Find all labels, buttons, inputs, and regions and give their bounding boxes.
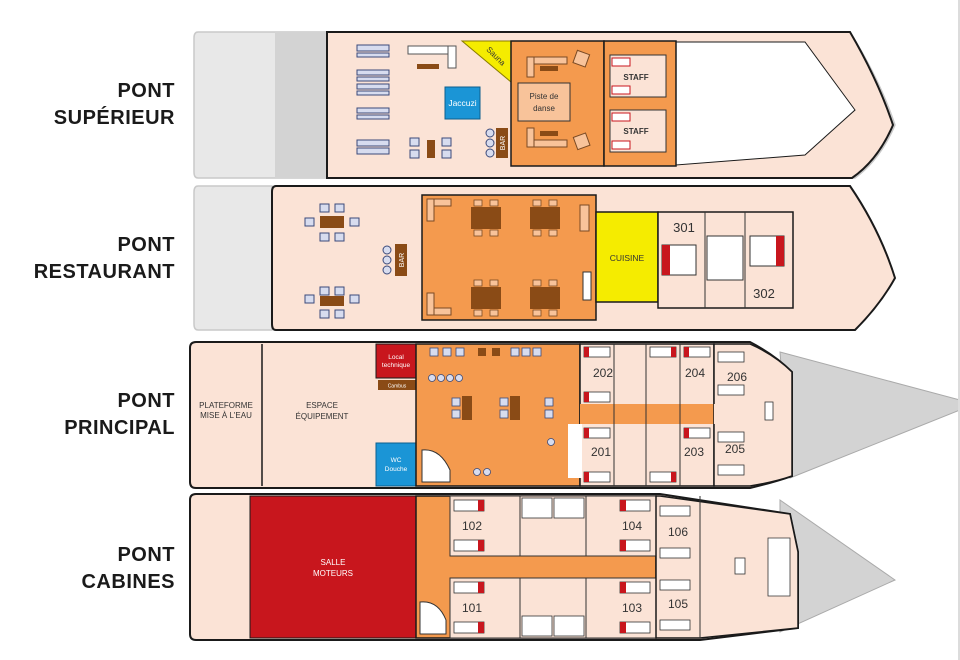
beds-100 [453, 499, 651, 634]
deck-superieur: Jaccuzi BAR Sauna Piste de danse STA [193, 31, 896, 179]
bow-sinks [764, 401, 774, 421]
dance-floor [517, 82, 571, 122]
dance-floor-label-1: Piste de [530, 92, 559, 101]
terrace-chairs [304, 203, 360, 319]
cambus [378, 380, 416, 390]
restaurant-tables [471, 207, 560, 309]
page-edge [958, 0, 960, 660]
saloon-stools [428, 374, 555, 476]
local-technique-label-2: technique [382, 362, 411, 369]
wc-label-1: WC [391, 457, 402, 464]
kitchen [595, 211, 659, 303]
wc-douche [375, 442, 417, 487]
engine-room-label-1: SALLE [321, 558, 346, 567]
plateforme-label-1: PLATEFORME [199, 401, 253, 410]
cabin-102: 102 [462, 519, 482, 533]
deck-principal: PLATEFORME MISE À L'EAU ESPACE ÉQUIPEMEN… [189, 341, 960, 489]
bow-sink-lower [734, 557, 746, 575]
deck-principal-bow-grey [779, 351, 960, 479]
lower-staircase [419, 601, 447, 635]
saloon-staircase [421, 449, 451, 483]
cabin-104: 104 [622, 519, 642, 533]
cabin-103: 103 [622, 601, 642, 615]
bar-label-restaurant: BAR [399, 253, 406, 267]
cabin-bathroom [706, 235, 744, 281]
restaurant-benches [426, 198, 590, 316]
deck-label-cabines: PONT CABINES [81, 544, 175, 593]
bow-storage [767, 537, 791, 597]
cabin-105: 105 [668, 597, 688, 611]
deck-restaurant: BAR CUISINE [193, 185, 897, 331]
cabins-200-corridor [580, 404, 714, 424]
cabin-201: 201 [591, 445, 611, 459]
equipement-label-1: ESPACE [306, 401, 338, 410]
terrace-table-1 [320, 216, 344, 228]
deck-label-principal: PONT PRINCIPAL [64, 390, 175, 439]
lounge-table [417, 64, 439, 69]
engine-room-label-2: MOTEURS [313, 569, 353, 578]
plateforme-label-2: MISE À L'EAU [200, 411, 252, 420]
cabin-206: 206 [727, 370, 747, 384]
cabin-302: 302 [753, 286, 775, 301]
cabin-101: 101 [462, 601, 482, 615]
cambus-label: Cambus [388, 384, 407, 390]
jacuzzi [444, 86, 481, 120]
kitchen-label: CUISINE [610, 253, 645, 263]
saloon-seats [429, 347, 554, 419]
double-beds-300 [661, 235, 785, 276]
local-technique-label-1: Local [388, 354, 404, 361]
dance-table-2 [540, 131, 558, 136]
cabin-202: 202 [593, 366, 613, 380]
bed-heads-200 [584, 347, 689, 482]
staff-label-1: STAFF [623, 73, 648, 82]
local-technique [375, 343, 417, 379]
deck-superieur-stern-grey [275, 32, 327, 178]
restaurant-chairs [473, 199, 558, 317]
deck-label-restaurant: PONT RESTAURANT [33, 234, 175, 283]
jacuzzi-label: Jaccuzi [448, 98, 476, 108]
terrace-table-2 [320, 296, 344, 306]
restaurant-stair [582, 271, 592, 301]
bed-heads-100 [478, 500, 626, 633]
restaurant-hall [421, 194, 597, 321]
beds-bow-100 [659, 505, 691, 631]
deck-cabines: SALLE MOTEURS 102 104 101 103 [189, 493, 897, 641]
dining-table-top [427, 140, 435, 158]
staff-label-2: STAFF [623, 127, 648, 136]
bar-label-top: BAR [500, 136, 507, 150]
dance-table-1 [540, 66, 558, 71]
sun-loungers [356, 44, 390, 155]
dance-seating [526, 49, 591, 151]
bar-counter-top [496, 128, 508, 158]
lounge-sofa [407, 45, 457, 69]
beds-bow-200 [717, 351, 745, 476]
cabin-106: 106 [668, 525, 688, 539]
dining-chairs [409, 137, 452, 159]
wc-label-2: Douche [385, 466, 408, 473]
bar-stools-top [485, 128, 495, 158]
cabins-200-white [568, 424, 582, 478]
equipement-label-2: ÉQUIPEMENT [296, 412, 349, 421]
dance-floor-label-2: danse [533, 104, 555, 113]
cabin-204: 204 [685, 366, 705, 380]
cabin-301: 301 [673, 220, 695, 235]
bar-counter-restaurant [395, 244, 407, 276]
cabin-203: 203 [684, 445, 704, 459]
bow-corridor-200 [714, 404, 754, 424]
cabin-205: 205 [725, 442, 745, 456]
deck-label-superieur: PONT SUPÉRIEUR [53, 80, 175, 129]
bathrooms-100 [521, 497, 585, 637]
bar-stools-restaurant [382, 245, 392, 275]
cabins-bow-lower [655, 495, 799, 639]
engine-room [249, 495, 417, 639]
saloon-tables [462, 348, 520, 420]
deck-restaurant-outline [193, 185, 273, 331]
staff-beds [611, 57, 631, 150]
